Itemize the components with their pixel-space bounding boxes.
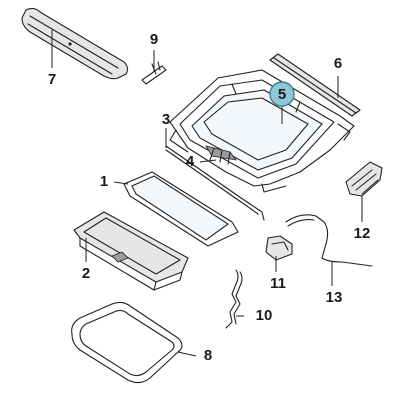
part-11-motor [265, 235, 293, 261]
callout-5-label: 5 [278, 86, 286, 103]
part-8-seal-ring [71, 301, 183, 384]
callout-2: 2 [82, 265, 90, 282]
callout-4: 4 [186, 153, 195, 170]
callout-5-badge [269, 81, 295, 107]
part-2-sunshade-tray [73, 211, 189, 291]
callout-13-label: 13 [326, 289, 343, 306]
callout-13: 13 [326, 289, 343, 306]
callout-7-label: 7 [48, 71, 56, 88]
callout-9-label: 9 [150, 31, 158, 48]
part-6-front-seal-bar [269, 53, 361, 117]
callout-8: 8 [204, 347, 212, 364]
callout-3-label: 3 [162, 111, 170, 128]
callout-10: 10 [256, 307, 273, 324]
sunroof-frame-assembly [169, 69, 355, 193]
callout-9: 9 [150, 31, 158, 48]
callout-12: 12 [354, 225, 371, 242]
callout-12-label: 12 [354, 225, 371, 242]
part-3-side-rail [165, 145, 265, 221]
callout-6-label: 6 [334, 55, 342, 72]
callout-3: 3 [162, 111, 170, 128]
callout-8-label: 8 [204, 347, 212, 364]
callout-1: 1 [100, 173, 108, 190]
callout-2-label: 2 [82, 265, 90, 282]
callout-7: 7 [48, 71, 56, 88]
leader-lines [51, 30, 363, 357]
callout-5-highlighted: 5 [269, 81, 295, 107]
part-1-glass-panel [123, 171, 239, 247]
callout-10-label: 10 [256, 307, 273, 324]
callout-4-label: 4 [186, 153, 195, 170]
callout-1-label: 1 [100, 173, 108, 190]
callout-11-label: 11 [270, 275, 286, 292]
part-7-sunshade-panel [21, 7, 129, 80]
callout-6: 6 [334, 55, 342, 72]
part-12-guide-bracket [345, 161, 383, 197]
part-13-drive-cable [285, 214, 373, 267]
part-10-drain-hose [225, 269, 243, 329]
callout-11: 11 [270, 275, 286, 292]
